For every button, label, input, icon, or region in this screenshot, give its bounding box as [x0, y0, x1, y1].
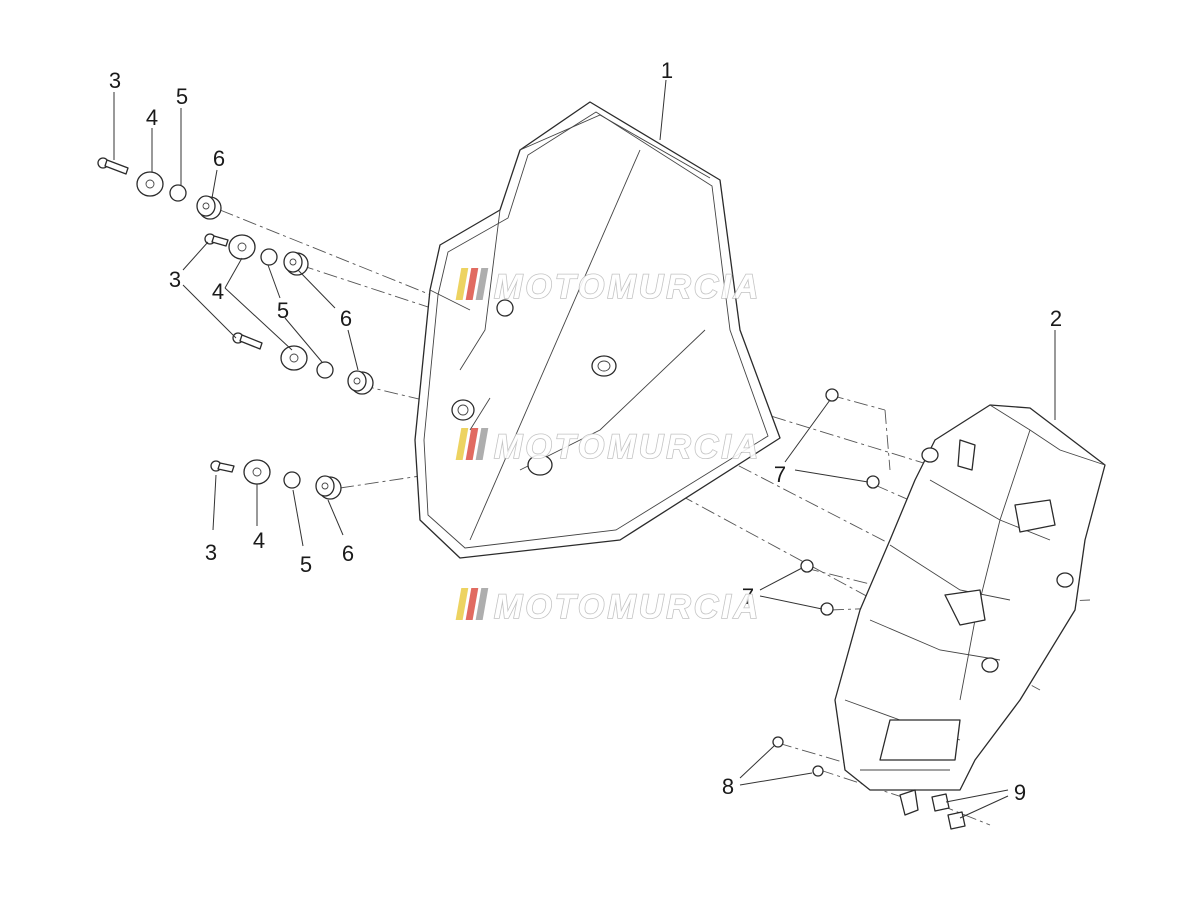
- washer-group: [136, 171, 308, 485]
- callout-3a: 3: [109, 68, 121, 93]
- callout-8: 8: [722, 774, 734, 799]
- lower-screw-8a: [772, 736, 784, 748]
- grommet-6d: [315, 475, 342, 500]
- washer-4b: [228, 234, 256, 260]
- callout-4b: 4: [212, 279, 224, 304]
- spacer-5b: [260, 248, 278, 266]
- screw-3c: [232, 332, 263, 350]
- leader-lines: [113, 79, 1056, 819]
- clip-nut-9a: [931, 793, 950, 812]
- callout-3b: 3: [169, 267, 181, 292]
- watermark-text: MOTOMURCIA: [494, 588, 761, 626]
- bracket-screw-7b: [866, 475, 880, 489]
- callout-6c: 6: [342, 541, 354, 566]
- bracket-screw-7a: [825, 388, 839, 402]
- spacer-5a: [169, 184, 187, 202]
- grommet-group: [196, 195, 374, 500]
- callout-7b: 7: [742, 584, 754, 609]
- callouts: 1 2 3 4 5 6 3 4 5 6 3 4 5 6 7 7 8 9: [109, 58, 1062, 805]
- lower-screw-8b: [812, 765, 824, 777]
- spacer-group: [169, 184, 334, 489]
- screw-3a: [97, 157, 129, 175]
- bracket-screw-7c: [800, 559, 814, 573]
- callout-3c: 3: [205, 540, 217, 565]
- clip-nut-9b: [947, 811, 966, 830]
- callout-9: 9: [1014, 780, 1026, 805]
- bracket-part: [834, 404, 1106, 816]
- watermark-text: MOTOMURCIA: [494, 268, 761, 306]
- callout-6b: 6: [340, 306, 352, 331]
- watermark-bottom: MOTOMURCIA: [455, 587, 761, 627]
- watermarks: MOTOMURCIA MOTOMURCIA MOTOMURCIA: [455, 267, 761, 627]
- grommet-6a: [196, 195, 222, 220]
- callout-5c: 5: [300, 552, 312, 577]
- watermark-middle: MOTOMURCIA: [455, 427, 761, 467]
- watermark-text: MOTOMURCIA: [494, 428, 761, 466]
- washer-4d: [243, 459, 271, 485]
- callout-5a: 5: [176, 84, 188, 109]
- callout-1: 1: [661, 58, 673, 83]
- grommet-6c: [347, 370, 374, 395]
- callout-2: 2: [1050, 306, 1062, 331]
- windshield-part: [414, 101, 781, 559]
- lower-screw-group: [772, 736, 824, 777]
- callout-5b: 5: [277, 298, 289, 323]
- callout-7a: 7: [774, 462, 786, 487]
- screw-3d: [210, 460, 235, 473]
- screw-3b: [204, 233, 229, 247]
- callout-4a: 4: [146, 105, 158, 130]
- callout-6a: 6: [213, 146, 225, 171]
- clip-nut-group: [931, 793, 966, 830]
- screw-group: [97, 157, 263, 473]
- spacer-5c: [316, 361, 334, 379]
- bracket-screw-group: [800, 388, 880, 616]
- washer-4c: [280, 345, 308, 371]
- bracket-screw-7d: [820, 602, 834, 616]
- washer-4a: [136, 171, 164, 197]
- watermark-top: MOTOMURCIA: [455, 267, 761, 307]
- spacer-5d: [283, 471, 301, 489]
- callout-4c: 4: [253, 528, 265, 553]
- grommet-6b: [283, 251, 309, 276]
